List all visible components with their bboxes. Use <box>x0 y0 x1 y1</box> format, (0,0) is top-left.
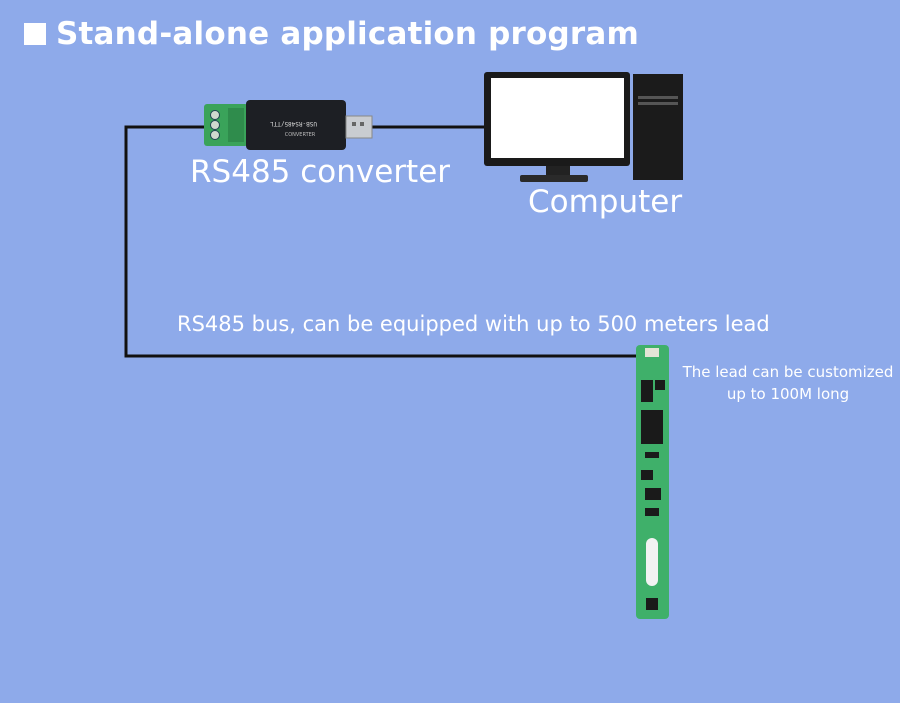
rs485-bus-wire <box>124 125 640 358</box>
page-title-text: Stand-alone application program <box>56 16 640 52</box>
converter-sub-text: CONVERTER <box>285 132 316 138</box>
lead-note-line-2: up to 100M long <box>726 385 850 403</box>
sensor-pcb <box>636 345 669 619</box>
converter-body <box>246 100 346 150</box>
bus-label: RS485 bus, can be equipped with up to 50… <box>177 312 770 336</box>
usb-plug <box>345 115 373 139</box>
converter-label: RS485 converter <box>190 154 451 190</box>
square-bullet-icon <box>24 23 46 45</box>
lead-note: The lead can be customized up to 100M lo… <box>676 361 900 405</box>
computer-label: Computer <box>528 184 683 220</box>
rs485-converter-device: USB-RS485/TTL CONVERTER <box>204 100 373 150</box>
pcb-slot <box>646 538 658 586</box>
lead-note-line-1: The lead can be customized <box>682 363 894 381</box>
converter-device-text: USB-RS485/TTL <box>270 120 317 127</box>
page-title: Stand-alone application program <box>24 16 639 52</box>
computer-tower <box>633 74 683 180</box>
computer-icon <box>484 72 683 182</box>
